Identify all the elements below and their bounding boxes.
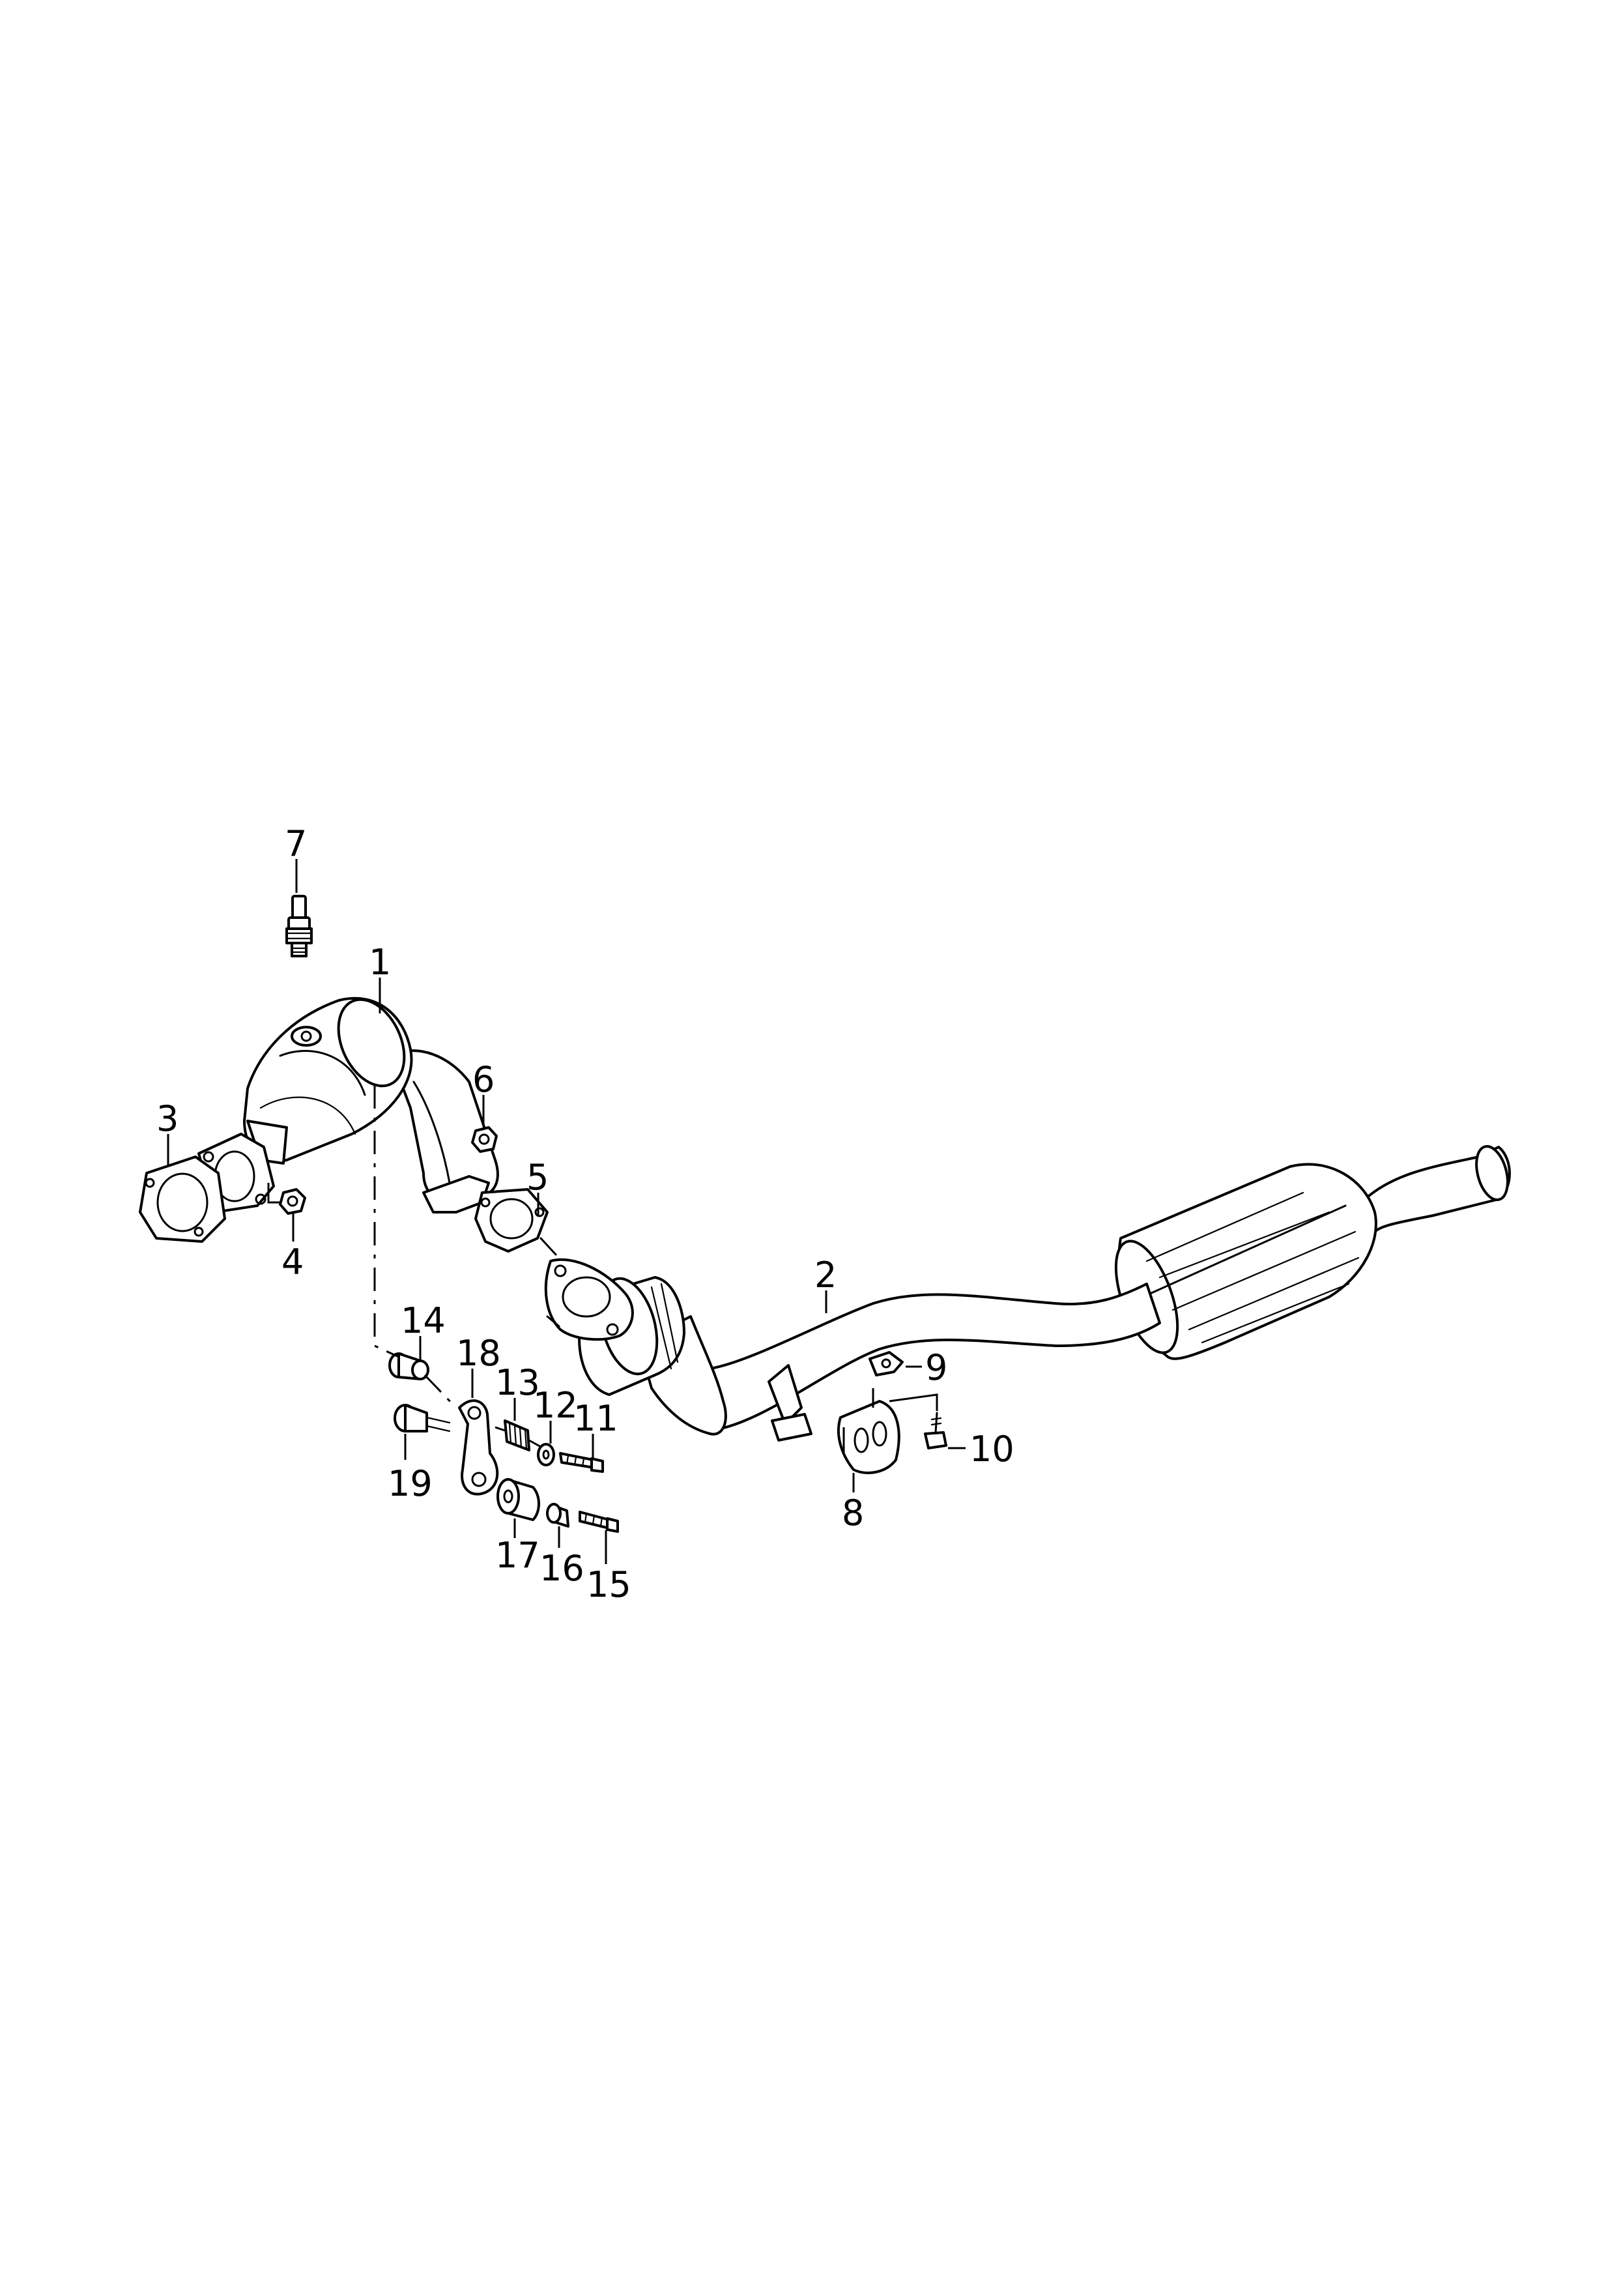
rubber-bushing-17[interactable] <box>496 1478 540 1521</box>
callout-4: 4 <box>281 1242 304 1283</box>
callout-14: 14 <box>401 1300 446 1341</box>
callout-8: 8 <box>842 1492 864 1533</box>
callout-18: 18 <box>456 1333 501 1374</box>
bolt-10[interactable] <box>924 1412 947 1449</box>
callout-3: 3 <box>156 1098 179 1139</box>
bolt-11[interactable] <box>559 1452 604 1473</box>
bushing-14[interactable] <box>388 1352 429 1380</box>
leader-lines <box>167 859 966 1564</box>
callout-10: 10 <box>969 1429 1014 1470</box>
callout-5: 5 <box>526 1157 549 1198</box>
callout-15: 15 <box>586 1564 631 1605</box>
assembly-line-4 <box>267 1183 280 1204</box>
washer-12[interactable] <box>537 1443 555 1466</box>
bracket-18[interactable] <box>458 1399 499 1496</box>
callout-13: 13 <box>495 1362 540 1403</box>
assembly-line-hanger <box>424 1374 541 1448</box>
callout-19: 19 <box>388 1463 433 1504</box>
stud-19[interactable] <box>394 1404 451 1432</box>
callout-6: 6 <box>472 1059 495 1100</box>
bolt-15[interactable] <box>579 1511 619 1533</box>
callout-11: 11 <box>573 1398 618 1439</box>
callout-9: 9 <box>925 1347 947 1388</box>
clip-nut[interactable] <box>869 1351 904 1376</box>
gasket-middle[interactable] <box>474 1188 549 1253</box>
callout-12: 12 <box>533 1385 578 1426</box>
callout-2: 2 <box>814 1255 837 1296</box>
front-catalytic-converter[interactable] <box>197 989 499 1213</box>
callout-7: 7 <box>285 823 307 864</box>
rubber-hanger[interactable] <box>837 1400 900 1474</box>
assembly-line-mount <box>373 1085 399 1358</box>
assembly-line-8 <box>842 1388 874 1453</box>
nut-6[interactable] <box>471 1126 498 1153</box>
callout-17: 17 <box>495 1535 540 1576</box>
callout-1: 1 <box>369 942 391 983</box>
exhaust-pipe-with-rear-converter[interactable] <box>539 1143 1513 1442</box>
assembly-line-10 <box>889 1393 938 1411</box>
gasket-front[interactable] <box>139 1155 226 1243</box>
nut-4[interactable] <box>279 1188 306 1215</box>
oxygen-sensor[interactable] <box>285 895 313 957</box>
washer-16[interactable] <box>546 1503 569 1528</box>
spring-13[interactable] <box>504 1419 530 1451</box>
callout-16: 16 <box>539 1548 584 1589</box>
callout-labels: 1 2 3 4 5 6 7 8 9 10 11 12 13 14 15 16 1… <box>156 823 1014 1605</box>
